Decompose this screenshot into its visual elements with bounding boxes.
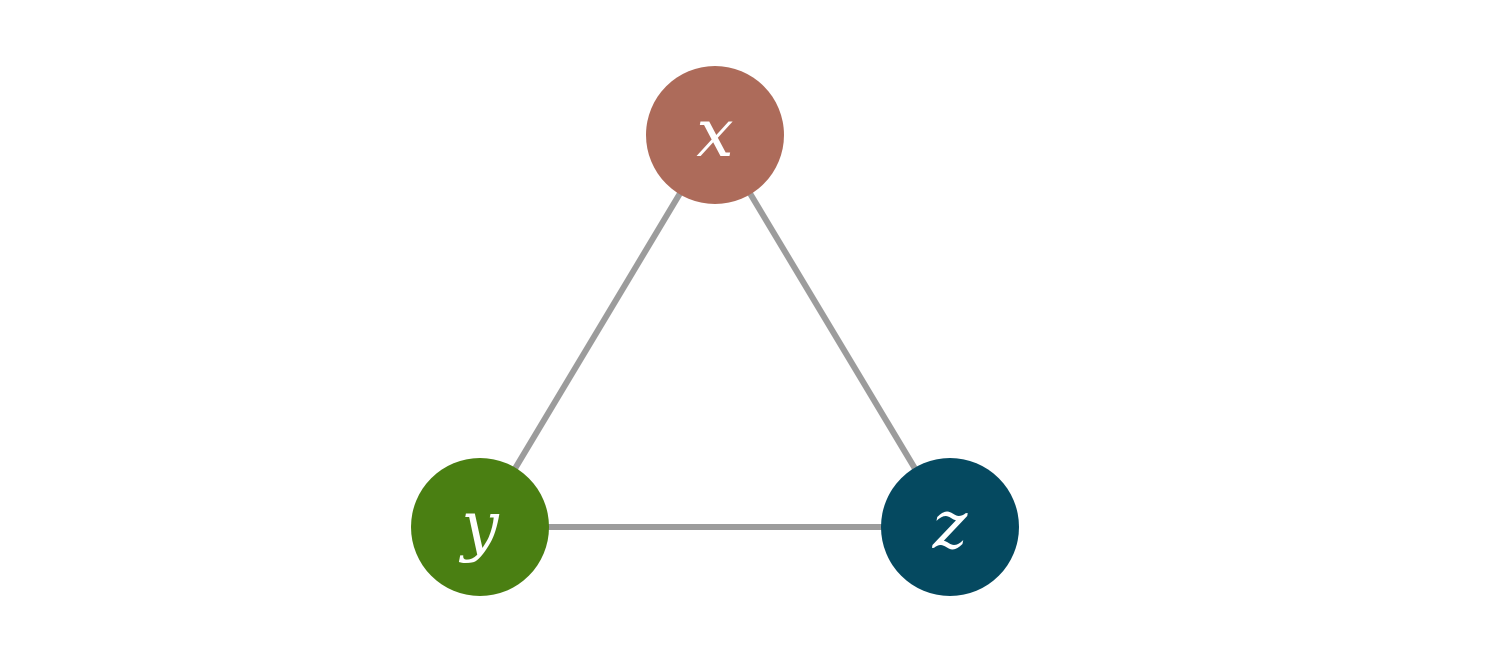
- node-y-label: y: [458, 487, 499, 564]
- node-z-label: z: [932, 487, 969, 564]
- nodes-layer: x y z: [411, 66, 1019, 596]
- node-x-circle: [646, 66, 784, 204]
- node-z-circle: [881, 458, 1019, 596]
- edge-x-z: [712, 133, 953, 529]
- node-y-circle: [411, 458, 549, 596]
- node-y: y: [411, 458, 549, 596]
- node-x: x: [646, 66, 784, 204]
- edges-layer: [477, 133, 953, 530]
- edge-x-y: [477, 133, 718, 529]
- node-z: z: [881, 458, 1019, 596]
- node-x-label: x: [696, 95, 733, 172]
